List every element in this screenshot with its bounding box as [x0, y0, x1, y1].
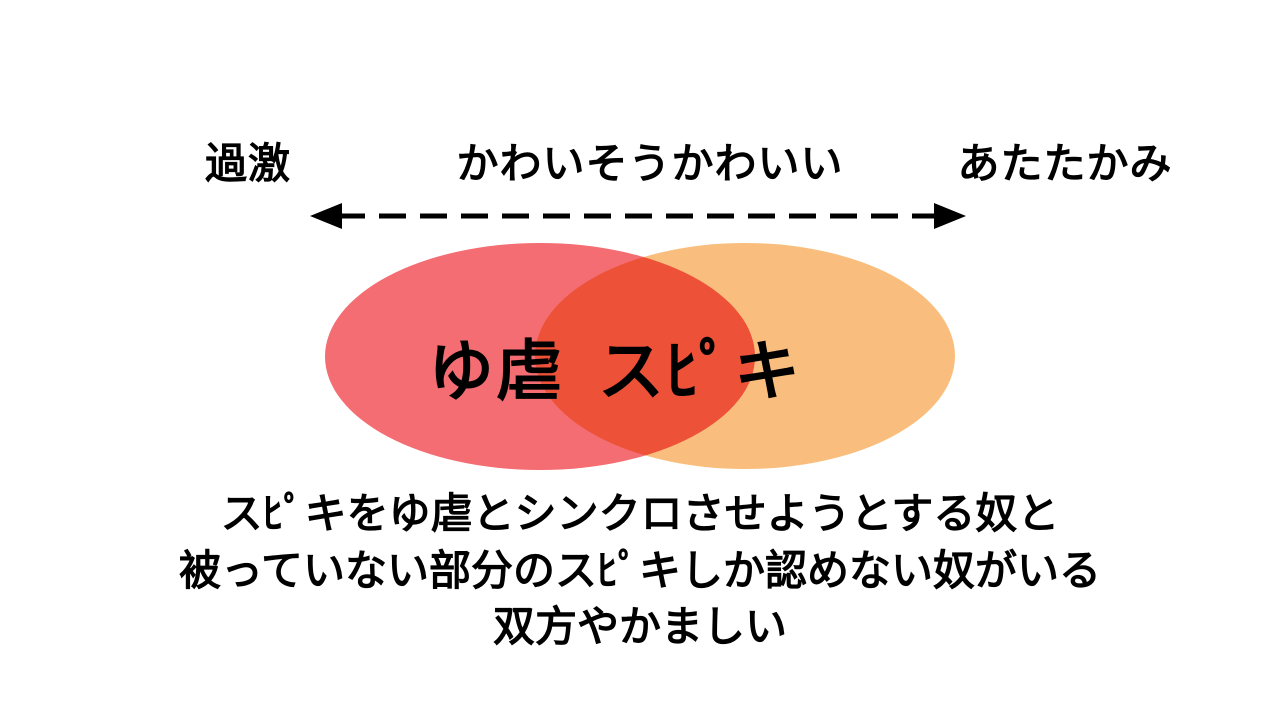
venn-left-label: ゆ虐: [428, 334, 564, 408]
caption-line-2: 被っていない部分のスﾋﾟキしか認めない奴がいる: [179, 546, 1101, 594]
axis-label-warmth: あたたかみ: [957, 140, 1173, 187]
caption-block: スﾋﾟキをゆ虐とシンクロさせようとする奴と 被っていない部分のスﾋﾟキしか認めな…: [0, 486, 1280, 656]
axis-label-extreme: 過激: [205, 140, 292, 187]
double-arrow-icon: [310, 203, 966, 229]
venn-title: ゆ虐スﾋﾟキ: [428, 318, 802, 414]
axis-arrow: [308, 196, 968, 236]
caption-line-1: スﾋﾟキをゆ虐とシンクロさせようとする奴と: [220, 490, 1060, 537]
caption-line-3: 双方やかましい: [492, 603, 787, 651]
venn-right-ellipse: [535, 243, 955, 469]
axis-label-pitiful-cute: かわいそうかわいい: [456, 140, 844, 187]
venn-overlap-label: スﾋﾟキ: [598, 334, 802, 408]
